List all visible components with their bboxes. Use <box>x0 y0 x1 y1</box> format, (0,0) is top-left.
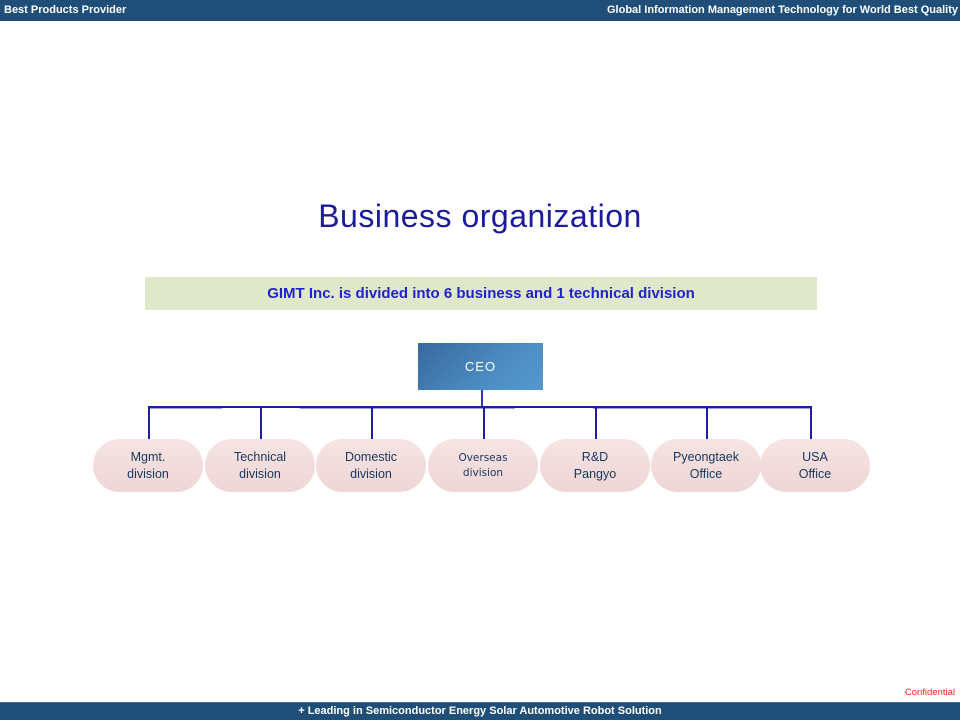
org-node-label: USA <box>802 450 828 465</box>
summary-banner-text: GIMT Inc. is divided into 6 business and… <box>267 285 695 302</box>
org-node-technical-division: Technical division <box>205 439 315 492</box>
org-node-overseas-division: Overseas division <box>428 439 538 492</box>
org-node-label: division <box>350 466 392 481</box>
header-bar: Best Products Provider Global Informatio… <box>0 0 960 21</box>
org-node-label: R&D <box>581 450 609 465</box>
connector-ceo-drop <box>481 390 483 407</box>
org-node-rnd-pangyo: R&D Pangyo <box>540 439 650 492</box>
connector-highlight-segment <box>300 407 515 409</box>
connector-drop <box>810 406 812 440</box>
org-node-label: division <box>239 466 281 481</box>
org-node-label: Technical <box>233 450 287 465</box>
connector-horizontal <box>148 406 812 408</box>
org-node-label: Office <box>689 466 723 481</box>
org-node-label: division <box>127 466 169 481</box>
header-right-caption: Global Information Management Technology… <box>606 4 958 16</box>
org-node-pyeongtaek-office: Pyeongtaek Office <box>651 439 761 492</box>
summary-banner: GIMT Inc. is divided into 6 business and… <box>145 277 817 310</box>
org-node-domestic-division: Domestic division <box>316 439 426 492</box>
page-title: Business organization <box>318 198 642 234</box>
org-node-label: Overseas <box>458 452 508 465</box>
footer-bar: + Leading in Semiconductor Energy Solar … <box>0 702 960 720</box>
connector-drop <box>483 406 485 440</box>
org-node-label: Mgmt. <box>130 450 166 465</box>
connector-drop <box>148 406 150 440</box>
org-node-label: Domestic <box>344 450 398 465</box>
footer-bar-caption: + Leading in Semiconductor Energy Solar … <box>298 705 662 717</box>
org-node-label: Pangyo <box>573 466 617 481</box>
connector-highlight-segment <box>593 407 810 409</box>
connector-drop <box>706 406 708 440</box>
org-node-usa-office: USA Office <box>760 439 870 492</box>
org-node-label: division <box>462 466 504 479</box>
connector-drop <box>595 406 597 440</box>
org-node-label: Pyeongtaek <box>672 450 740 465</box>
header-left-caption: Best Products Provider <box>4 4 127 16</box>
org-root-ceo-box: CEO <box>418 343 543 390</box>
connector-drop <box>371 406 373 440</box>
confidential-label: Confidential <box>904 687 955 698</box>
connector-drop <box>260 406 262 440</box>
org-node-label: Office <box>798 466 832 481</box>
connector-highlight-segment <box>148 407 222 409</box>
org-node-mgmt-division: Mgmt. division <box>93 439 203 492</box>
